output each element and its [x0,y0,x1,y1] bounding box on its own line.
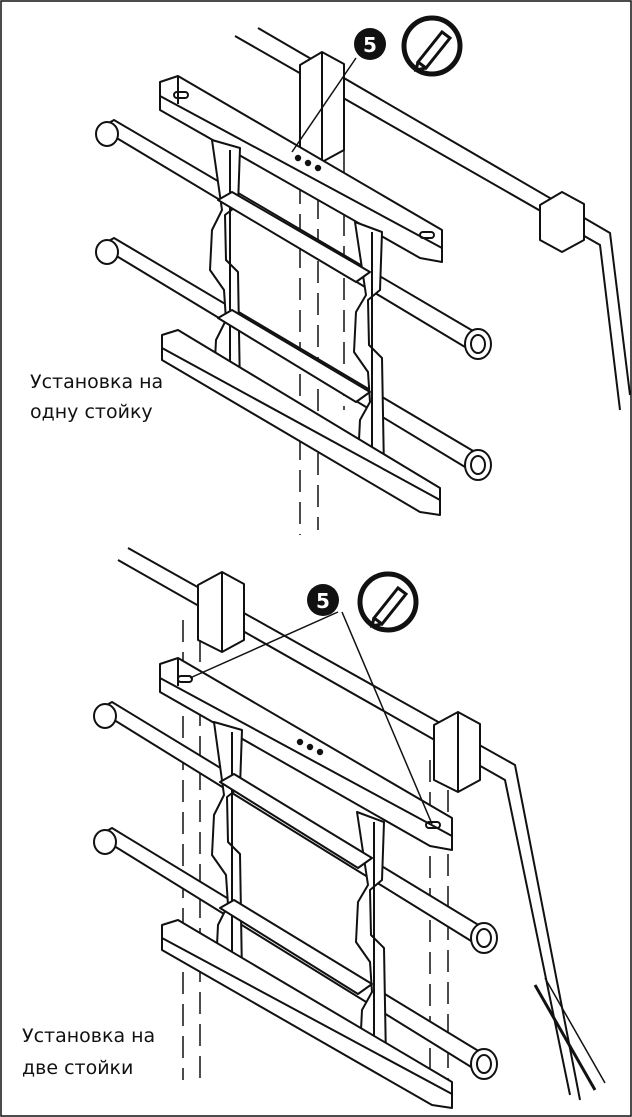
bottom-bracket [161,919,453,1109]
wall-line [117,559,571,1096]
wall-line [257,27,631,396]
step-badge-bottom: 5 [307,584,339,616]
wall-line [234,35,621,411]
pencil-icon [401,15,463,77]
right-arm [355,811,387,1061]
left-arm [211,721,243,976]
stud-block [539,191,585,253]
bottom-bracket [161,329,441,516]
callout-line [341,611,433,825]
right-arm [353,221,385,471]
caption-bottom-line1: Установка на [22,1025,156,1047]
step-number: 5 [316,589,330,613]
caption-bottom-line2: две стойки [22,1057,134,1079]
step-number: 5 [363,33,377,57]
pencil-icon [357,571,419,633]
panel-top-drawing [95,27,631,535]
caption-top-line1: Установка на [30,371,164,393]
panel-bottom-drawing [93,547,606,1110]
callout-line [189,611,339,679]
caption-top-line2: одну стойку [30,401,153,423]
callout-line [291,57,357,153]
wall-line [127,547,581,1101]
step-badge-top: 5 [354,28,386,60]
